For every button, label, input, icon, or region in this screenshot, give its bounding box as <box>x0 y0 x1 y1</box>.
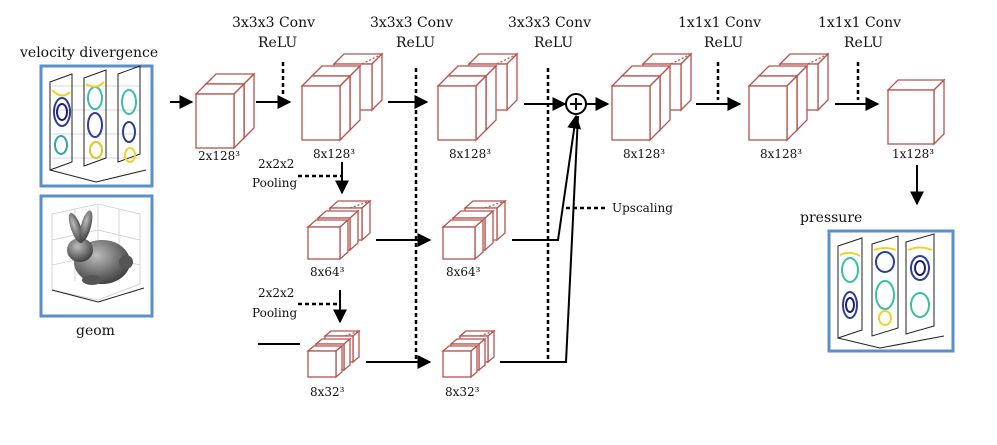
block4-tensor <box>747 52 830 142</box>
low2-size-label: 8x32³ <box>445 385 480 399</box>
mid2-size-label: 8x64³ <box>446 265 481 279</box>
low1-tensor <box>306 329 361 379</box>
upscaling-label: Upscaling <box>612 201 673 215</box>
block4-size-label: 8x128³ <box>760 147 802 161</box>
pool2-label-line2: Pooling <box>252 306 297 320</box>
conv3-label-line1: 3x3x3 Conv <box>508 15 591 31</box>
block2-tensor <box>436 52 519 142</box>
low1-size-label: 8x32³ <box>310 385 345 399</box>
pressure-label: pressure <box>800 210 862 226</box>
pool1-label-line2: Pooling <box>252 176 297 190</box>
pool1-label-line1: 2x2x2 <box>258 157 294 171</box>
conv1-label-line1: 3x3x3 Conv <box>232 15 315 31</box>
geom-label: geom <box>76 323 115 339</box>
velocity-divergence-image <box>39 64 154 188</box>
geometry-image <box>39 194 154 318</box>
low-upscale-line <box>500 115 579 363</box>
mid1-tensor <box>306 199 372 261</box>
output-size-label: 1x128³ <box>892 147 934 161</box>
low2-tensor <box>441 329 496 379</box>
block2-size-label: 8x128³ <box>449 147 491 161</box>
velocity-divergence-label: velocity divergence <box>19 45 158 61</box>
conv2-label-line2: ReLU <box>396 35 435 51</box>
mid-upscale-line <box>512 114 582 241</box>
conv4-label-line2: ReLU <box>704 35 743 51</box>
block3-tensor <box>610 52 693 142</box>
input-tensor-block <box>194 72 256 150</box>
conv3-label-line2: ReLU <box>534 35 573 51</box>
bunny-model-icon <box>67 210 133 285</box>
block1-tensor <box>300 52 384 142</box>
pressure-image <box>827 229 955 353</box>
input-size-label: 2x128³ <box>198 149 240 163</box>
pool2-label-line1: 2x2x2 <box>258 286 294 300</box>
block1-size-label: 8x128³ <box>313 147 355 161</box>
conv4-label-line1: 1x1x1 Conv <box>678 15 761 31</box>
output-tensor-block <box>886 78 946 146</box>
conv1-label-line2: ReLU <box>258 35 297 51</box>
conv2-label-line1: 3x3x3 Conv <box>370 15 453 31</box>
sum-node <box>565 93 587 115</box>
conv5-label-line1: 1x1x1 Conv <box>818 15 901 31</box>
mid2-tensor <box>441 199 507 261</box>
block3-size-label: 8x128³ <box>623 147 665 161</box>
mid1-size-label: 8x64³ <box>310 265 345 279</box>
conv5-label-line2: ReLU <box>844 35 883 51</box>
